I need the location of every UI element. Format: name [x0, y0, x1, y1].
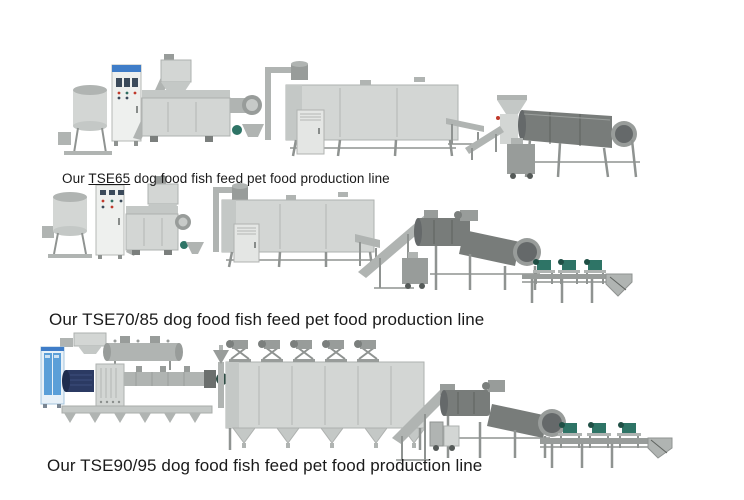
caption-suffix: dog food fish feed pet food production l… [130, 171, 390, 186]
cutter-and-pneumatic-pipe [180, 183, 248, 254]
caption-tse70-85: Our TSE70/85 dog food fish feed pet food… [49, 310, 484, 330]
caption-prefix: Our [47, 456, 81, 475]
twin-screw-extruder [61, 363, 228, 423]
production-line-image-tse90-95 [0, 326, 744, 474]
tse70-85-line-illustration [42, 176, 633, 303]
caption-tse90-95: Our TSE90/95 dog food fish feed pet food… [47, 456, 482, 476]
seasoning-feeders [558, 422, 641, 448]
elevator-conveyor [392, 384, 455, 461]
model-text: TSE70/85 [82, 310, 159, 329]
flavoring-drum-upper [414, 210, 478, 246]
oil-sprayer-machine [402, 252, 428, 289]
flavoring-drum [518, 110, 640, 178]
control-cabinet-blue [40, 346, 65, 408]
caption-tse65: Our TSE65 dog food fish feed pet food pr… [62, 171, 390, 186]
caption-suffix: dog food fish feed pet food production l… [156, 456, 483, 475]
flour-mixer [58, 85, 112, 155]
cooling-belt-conveyor [540, 437, 673, 468]
tse65-line-illustration [58, 54, 640, 179]
cyclone-pipe [213, 345, 229, 408]
seasoning-feeders [533, 259, 606, 284]
model-text: TSE65 [88, 171, 131, 186]
dryer-control-cabinet [296, 109, 325, 155]
inclined-feed-conveyor [465, 126, 504, 160]
dryer-control-cabinet [233, 223, 260, 263]
production-line-image-tse65 [0, 40, 744, 180]
conditioner [103, 336, 183, 370]
flavoring-drum-lower [430, 230, 541, 290]
flavoring-drum-upper [440, 380, 505, 416]
caption-prefix: Our [62, 171, 89, 186]
dryer-fan-units [226, 340, 379, 362]
coater-feed-hopper [496, 95, 527, 144]
feeder-hopper [60, 332, 107, 354]
cooling-belt-conveyor [522, 273, 633, 303]
flour-mixer [42, 192, 92, 258]
control-cabinet [95, 184, 125, 259]
tse90-95-line-illustration [40, 332, 673, 468]
seasoning-machine [507, 138, 535, 179]
extruder [125, 206, 191, 255]
oil-sprayer-machine [429, 421, 460, 451]
cutter-and-pneumatic-pipe [232, 61, 308, 140]
model-text: TSE90/95 [80, 456, 157, 475]
extruder [141, 90, 262, 142]
production-line-image-tse70-85 [0, 170, 744, 310]
caption-suffix: dog food fish feed pet food production l… [158, 310, 485, 329]
control-cabinet [111, 64, 142, 146]
caption-prefix: Our [49, 310, 83, 329]
multi-layer-dryer [225, 340, 426, 450]
